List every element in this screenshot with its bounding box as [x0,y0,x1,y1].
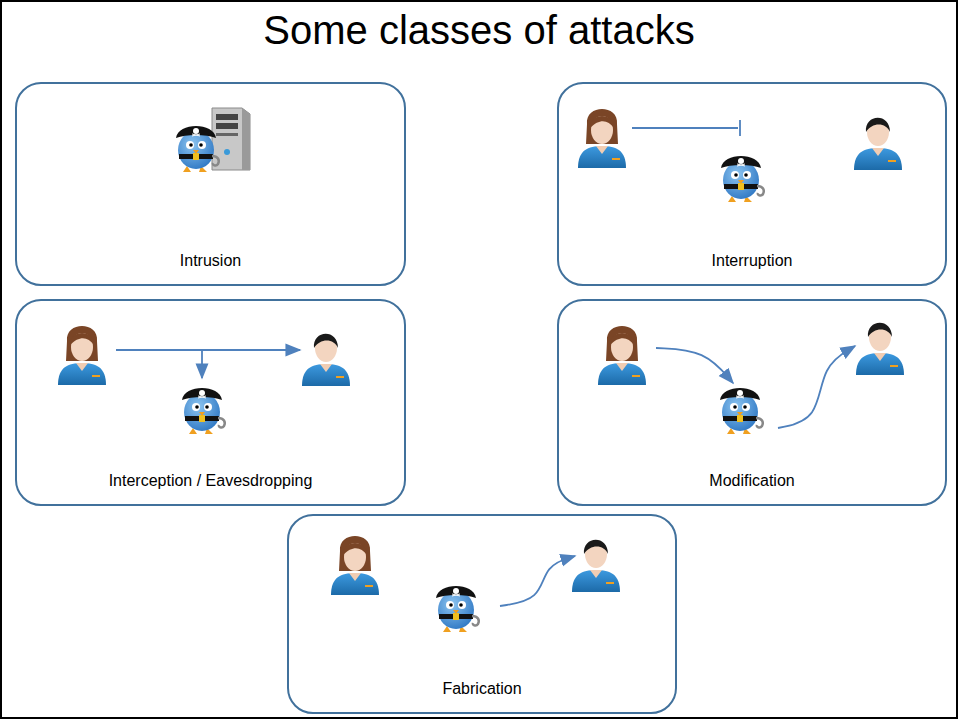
pirate-bird-icon [721,156,764,202]
woman-icon [58,326,106,385]
pirate-bird-icon [436,586,479,632]
attack-label: Interruption [559,252,945,270]
slide-title: Some classes of attacks [0,8,958,53]
man-icon [856,323,904,375]
man-icon [854,118,902,170]
attack-label: Interception / Eavesdropping [17,472,404,490]
attack-label: Intrusion [17,252,404,270]
computer-tower-icon [212,108,250,170]
man-icon [302,334,350,386]
forged-arrow [500,556,575,606]
woman-icon [578,109,626,168]
pirate-bird-icon [176,126,219,172]
attack-label: Fabrication [289,680,675,698]
attack-label: Modification [559,472,945,490]
woman-icon [598,326,646,385]
forged-arrow [778,346,855,428]
message-arrow [632,127,738,129]
woman-icon [331,536,379,595]
pirate-bird-icon [720,388,763,434]
attack-panel: Interception / Eavesdropping [15,299,406,506]
man-icon [572,540,620,592]
attack-panel: Fabrication [287,514,677,714]
block-bar [739,120,741,136]
message-arrow [656,348,733,383]
message-arrow [116,349,300,351]
attack-panel: Intrusion [15,82,406,286]
attack-panel: Modification [557,299,947,506]
attack-panel: Interruption [557,82,947,286]
copy-arrow [201,350,203,378]
pirate-bird-icon [182,388,225,434]
